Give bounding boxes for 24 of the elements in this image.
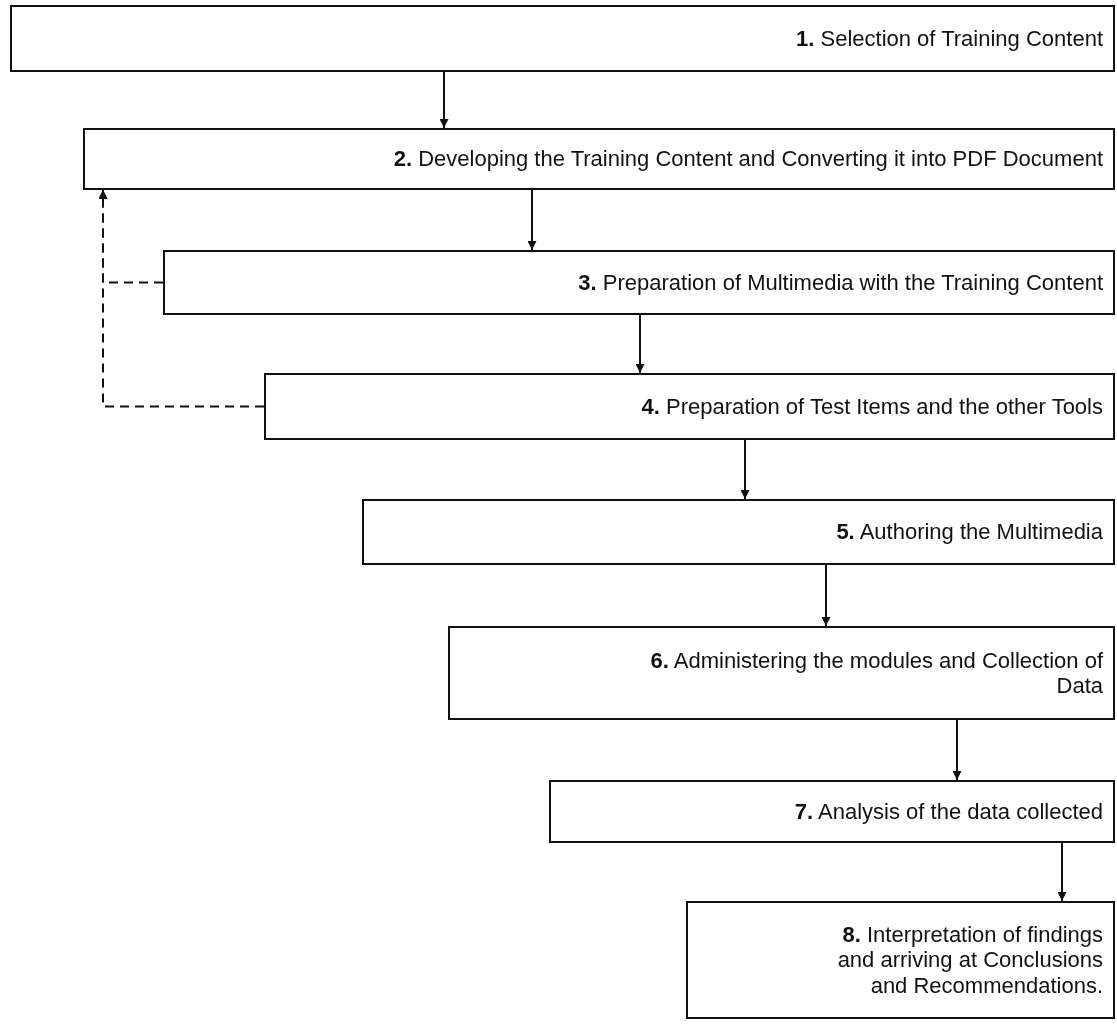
process-box — [362, 499, 1115, 565]
process-box — [448, 626, 1115, 720]
step-text: 8. Interpretation of findings and arriving at Conclusions and Recommendations. — [836, 922, 1103, 998]
arrow — [952, 719, 962, 781]
step-text: 5. Authoring the Multimedia — [836, 519, 1103, 545]
arrow — [740, 439, 750, 500]
arrow — [527, 189, 537, 251]
process-box — [10, 5, 1115, 72]
step-text: 7. Analysis of the data collected — [794, 798, 1103, 825]
arrow — [635, 314, 645, 374]
step-text: 4. Preparation of Test Items and the other Tools — [641, 393, 1103, 420]
process-box — [549, 780, 1115, 843]
step-text: 6. Administering the modules and Collection of Data — [649, 647, 1103, 699]
arrow — [1057, 842, 1067, 902]
arrow — [821, 564, 831, 627]
step-text: 2. Developing the Training Content and Converting it into PDF Document — [393, 146, 1103, 172]
feedback-arrow — [98, 189, 265, 408]
process-box — [264, 373, 1115, 440]
arrow — [439, 71, 449, 129]
process-box — [163, 250, 1115, 315]
step-text: 3. Preparation of Multimedia with the Training Content — [578, 269, 1103, 296]
step-text: 1. Selection of Training Content — [796, 25, 1103, 52]
process-box — [686, 901, 1115, 1019]
process-box — [83, 128, 1115, 190]
